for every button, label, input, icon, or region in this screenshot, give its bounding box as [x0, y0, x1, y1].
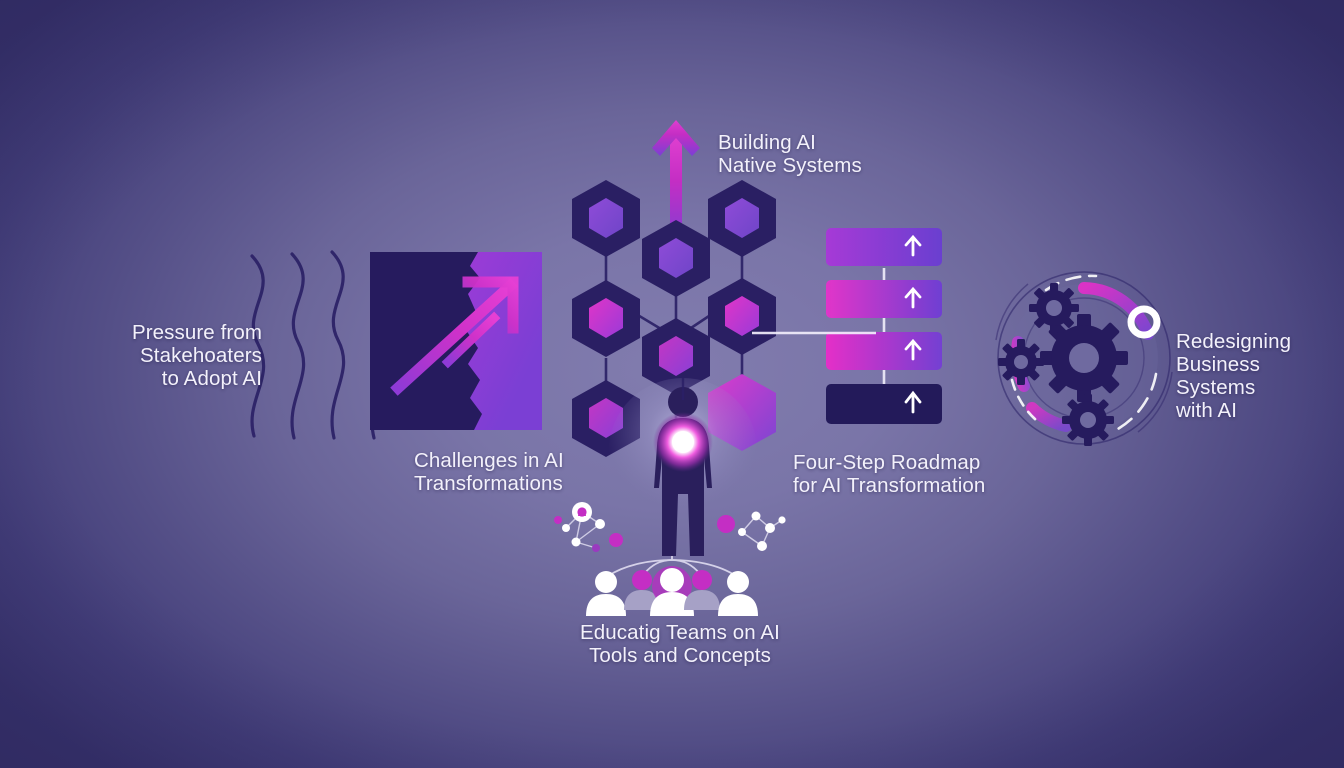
- roadmap-step: [826, 228, 942, 266]
- node-cluster-icon: [554, 502, 623, 552]
- arrow-up-icon: [904, 286, 922, 309]
- ring-node-icon: [1127, 305, 1161, 339]
- roadmap-step: [826, 384, 942, 424]
- hexagon-node: [708, 180, 776, 257]
- person-icon: [650, 566, 694, 616]
- label-redesigning-business-systems: Redesigning Business Systems with AI: [1176, 330, 1292, 422]
- roadmap-step: [826, 332, 942, 370]
- roadmap-step: [826, 280, 942, 318]
- person-icon: [624, 570, 660, 610]
- hexagon-node: [642, 318, 710, 395]
- growth-arrow-graphic: [648, 118, 704, 248]
- challenges-panel-graphic: [370, 252, 542, 430]
- label-four-step-roadmap: Four-Step Roadmap for AI Transformation: [793, 451, 986, 497]
- gear-icon: [1029, 283, 1079, 333]
- hexagon-network-graphic: [560, 168, 790, 457]
- node-cluster-icon: [717, 511, 786, 551]
- hex-roadmap-connector: [752, 326, 884, 340]
- hexagon-node: [572, 280, 640, 357]
- hexagon-node: [572, 180, 640, 257]
- arrow-up-icon: [904, 338, 922, 361]
- hexagon-node: [708, 278, 776, 355]
- person-icon: [718, 571, 758, 616]
- gear-ring-graphic: [988, 262, 1180, 454]
- arrow-up-icon: [904, 390, 922, 414]
- arrow-up-icon: [904, 234, 922, 257]
- label-building-ai-native-systems: Building AI Native Systems: [718, 131, 862, 177]
- gear-icon: [1062, 394, 1114, 446]
- gear-icon: [998, 339, 1044, 385]
- label-pressure-from-stakeholders: Pressure from Stakehoaters to Adopt AI: [131, 321, 262, 390]
- central-human-figure-graphic: [608, 378, 758, 558]
- team-network-graphic: [554, 498, 788, 616]
- person-icon: [684, 570, 720, 610]
- roadmap-steps-graphic: [824, 228, 944, 434]
- gear-icon: [1040, 314, 1128, 402]
- label-challenges-in-ai-transformations: Challenges in AI Transformations: [414, 449, 564, 495]
- label-educating-teams-on-ai: Educatig Teams on AI Tools and Concepts: [580, 621, 780, 667]
- hexagon-node: [642, 220, 710, 297]
- person-icon: [586, 571, 626, 616]
